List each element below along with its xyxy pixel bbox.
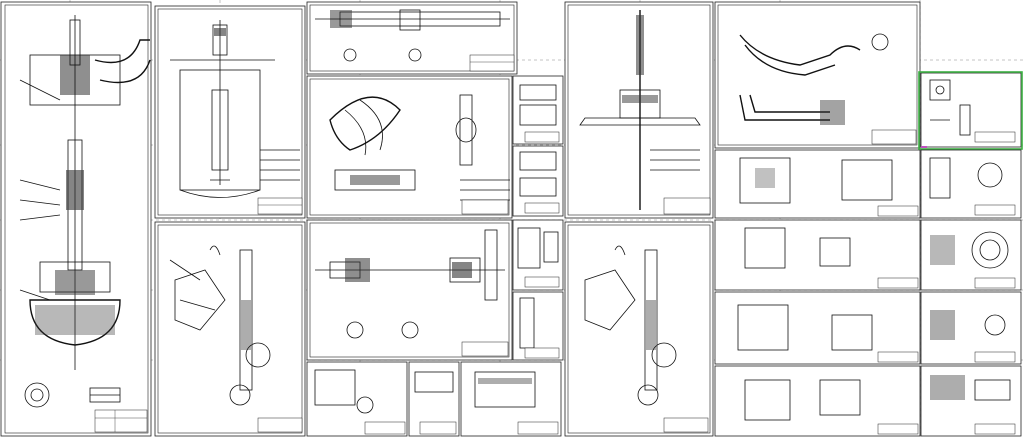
sheet-side-part-2[interactable] bbox=[920, 219, 1022, 291]
sheet-small-part-2[interactable] bbox=[408, 361, 460, 437]
layer-marker bbox=[921, 146, 927, 148]
sheet-side-spec[interactable] bbox=[512, 291, 564, 361]
sheet-pipe-bend[interactable] bbox=[714, 1, 921, 149]
sheet-side-part-3[interactable] bbox=[920, 291, 1022, 365]
sheet-frame-parts-4[interactable] bbox=[714, 365, 921, 437]
sheet-frame-parts-1[interactable] bbox=[714, 149, 921, 219]
sheet-valve-spec-3[interactable] bbox=[512, 219, 564, 291]
sheet-valve-spec-1[interactable] bbox=[512, 75, 564, 145]
sheet-housing-part[interactable] bbox=[460, 361, 562, 437]
sheet-small-part-1[interactable] bbox=[306, 361, 408, 437]
sheet-valve-spec-2[interactable] bbox=[512, 145, 564, 217]
sheet-frame-parts-3[interactable] bbox=[714, 291, 921, 365]
selection-highlight bbox=[918, 71, 1023, 150]
sheet-drive-unit-2[interactable] bbox=[564, 221, 714, 437]
sheet-tank-agitator[interactable] bbox=[154, 5, 306, 219]
sheet-drive-unit[interactable] bbox=[154, 221, 306, 437]
sheet-long-shaft[interactable] bbox=[306, 219, 513, 361]
sheet-side-part-4[interactable] bbox=[920, 365, 1022, 437]
sheet-impeller-detail[interactable] bbox=[306, 75, 513, 219]
sheet-side-part-1[interactable] bbox=[920, 149, 1022, 219]
sheet-shaft-detail[interactable] bbox=[306, 1, 518, 75]
sheet-tall-column[interactable] bbox=[564, 1, 714, 219]
sheet-pump-assembly[interactable] bbox=[0, 1, 152, 437]
sheet-bracket-detail-selected[interactable] bbox=[918, 71, 1023, 150]
sheet-frame-parts-2[interactable] bbox=[714, 219, 921, 291]
